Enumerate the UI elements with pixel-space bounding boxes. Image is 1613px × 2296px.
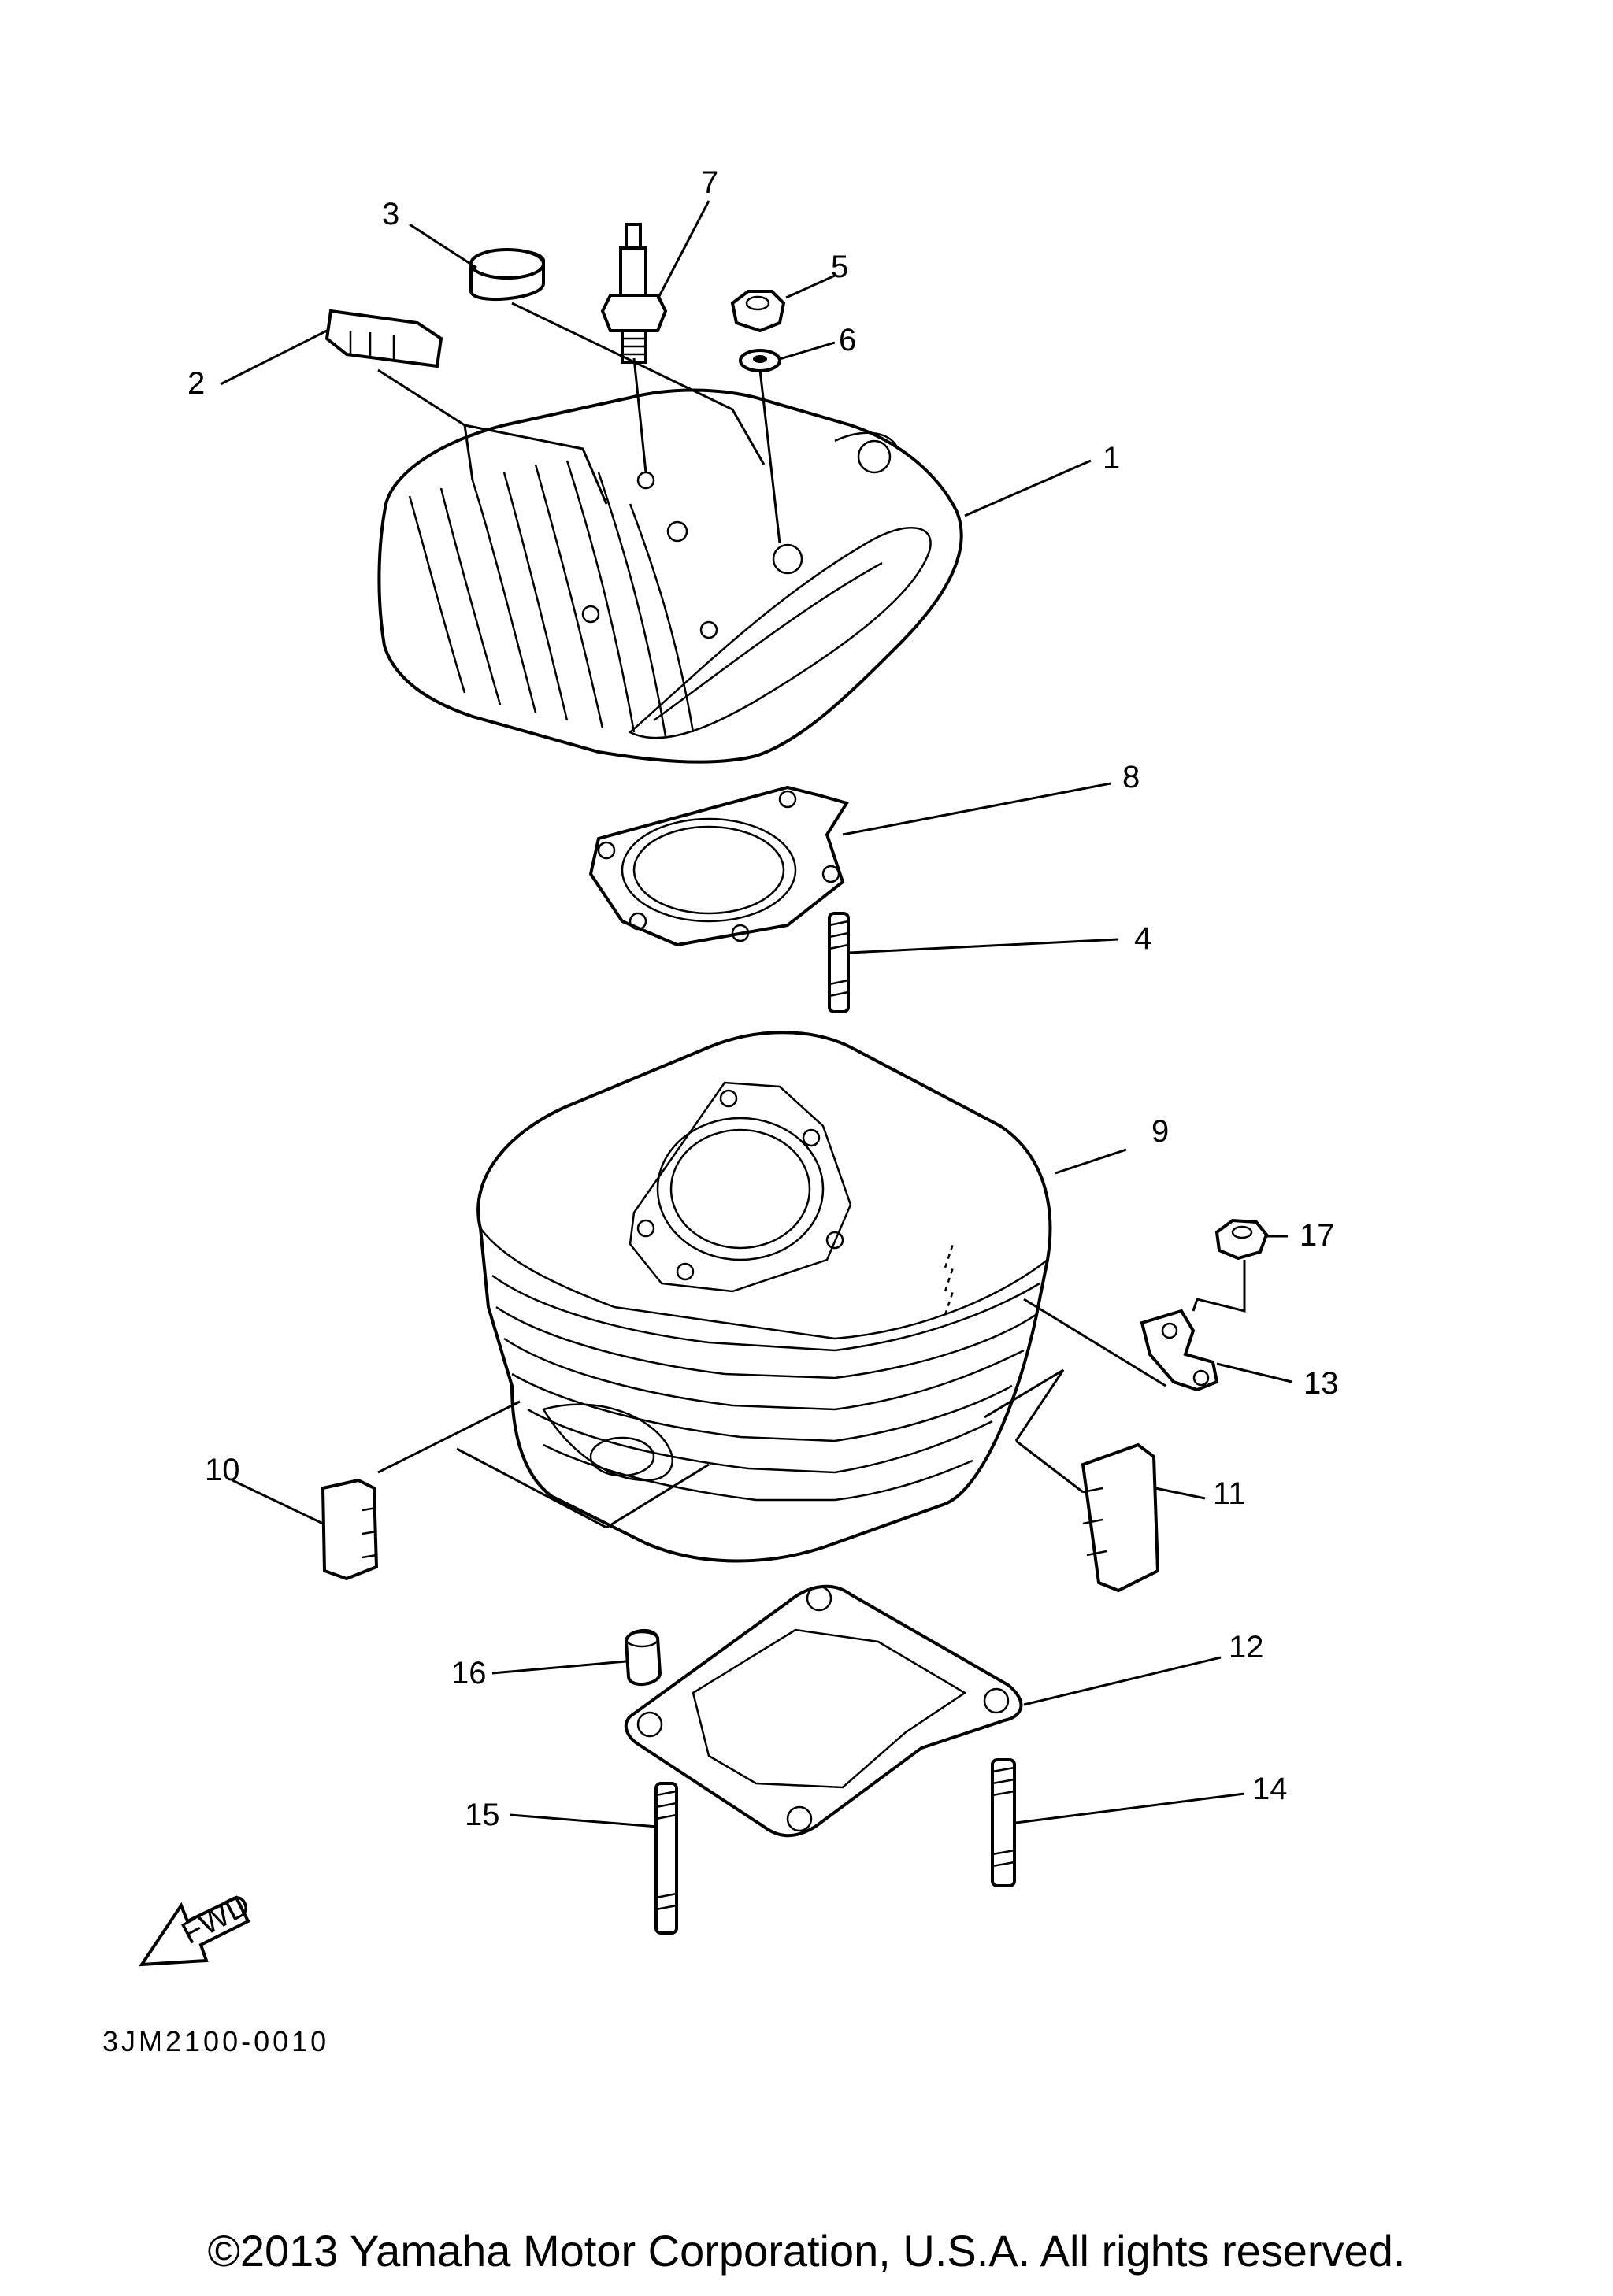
callout-12: 12 [1229,1630,1264,1665]
callout-7: 7 [701,165,718,200]
leader-lines [220,200,1292,1828]
damper-10 [321,1478,379,1581]
washer-6 [739,349,781,372]
stud-15 [654,1782,678,1935]
callout-4: 4 [1134,921,1151,956]
stud-14 [991,1758,1016,1887]
damper-2 [324,309,443,368]
cylinder-9 [476,1031,1052,1563]
callout-5: 5 [831,250,848,284]
copyright-notice: ©2013 Yamaha Motor Corporation, U.S.A. A… [207,2226,1406,2276]
cylinder-head [377,388,963,764]
callout-16: 16 [451,1656,487,1691]
damper-11 [1081,1442,1160,1593]
fwd-arrow-icon: FWD [139,1887,256,1967]
fwd-label: FWD [176,1887,256,1951]
callout-8: 8 [1122,760,1140,794]
spark-plug-7 [600,223,668,364]
callout-2: 2 [187,366,205,401]
callout-17: 17 [1300,1218,1335,1253]
callout-labels: 1 2 3 4 5 6 7 8 9 10 11 12 13 14 15 16 1… [187,165,1339,1832]
stud-4 [828,912,850,1013]
callout-1: 1 [1103,441,1120,476]
dowel-16 [624,1628,662,1687]
callout-6: 6 [839,323,856,357]
nut-17 [1214,1218,1269,1261]
callout-14: 14 [1252,1772,1288,1806]
callout-3: 3 [382,197,399,231]
callout-9: 9 [1151,1114,1169,1149]
callout-15: 15 [465,1798,500,1832]
cap-3 [469,248,545,301]
nut-5 [730,290,786,333]
callout-13: 13 [1303,1366,1339,1401]
base-gasket-12 [624,1584,1023,1838]
bracket-13 [1140,1309,1219,1392]
head-gasket-8 [588,785,850,947]
callout-11: 11 [1213,1476,1246,1511]
diagram-code: 3JM2100-0010 [102,2025,329,2057]
callout-10: 10 [205,1453,240,1487]
